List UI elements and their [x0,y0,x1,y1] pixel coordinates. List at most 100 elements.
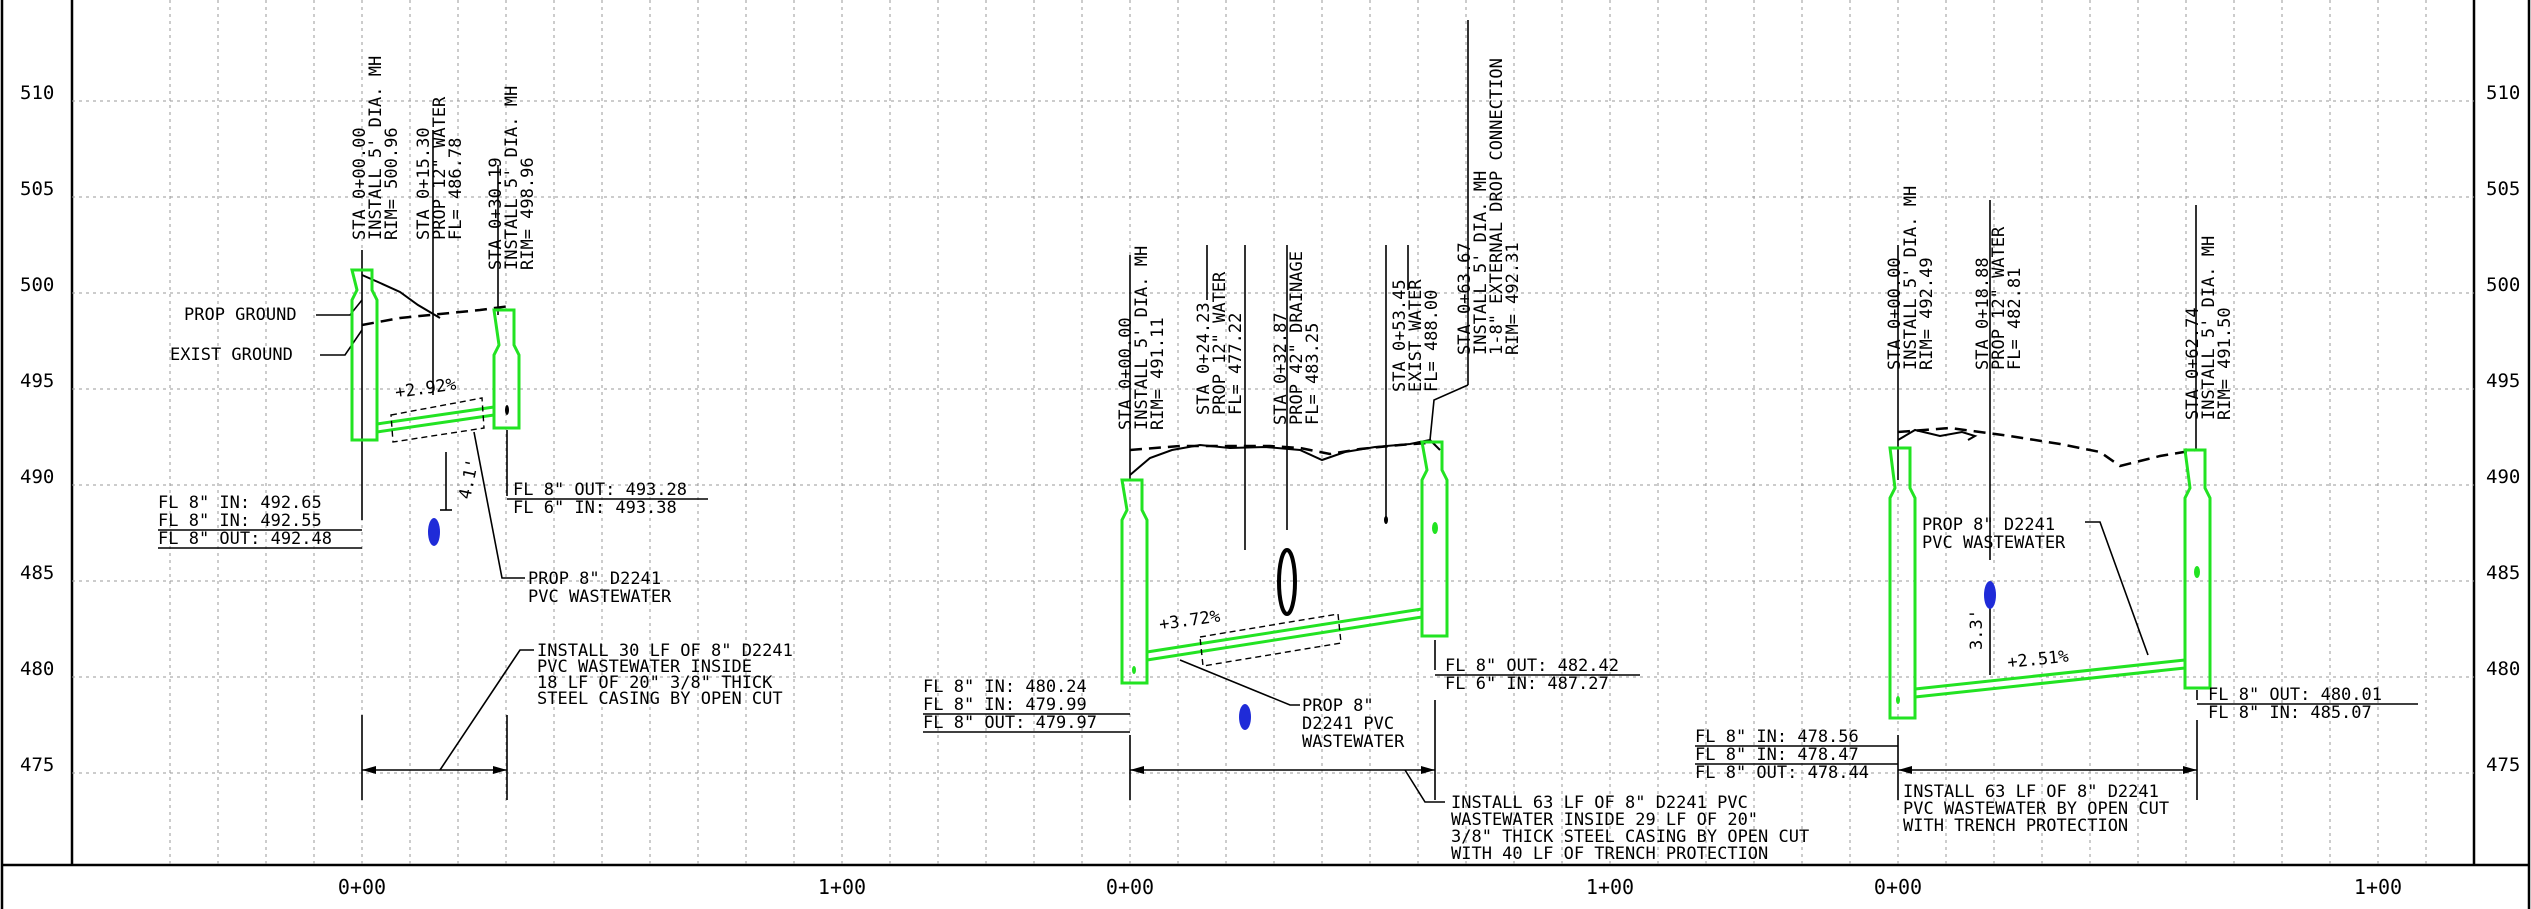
station-callout-line: STA 0+00.00 INSTALL 5' DIA. MH RIM= 491.… [1116,236,1168,430]
elevation-label: 485 [2486,562,2520,584]
install-note-line: 18 LF OF 20" 3/8" THICK [537,673,773,693]
install-note-line: PVC WASTEWATER INSIDE [537,657,752,677]
install-note-line: WASTEWATER INSIDE 29 LF OF 20" [1451,810,1758,830]
flow-line-in-label: FL 8" IN: 480.24 [923,677,1087,697]
elevation-label: 475 [20,754,54,776]
flow-line-out-label: FL 8" OUT: 482.42 [1445,656,1619,676]
station-label: 1+00 [1586,875,1634,899]
station-callout-line: STA 0+18.88 PROP 12" WATER FL= 482.81 [1973,216,2025,370]
wastewater-pipe [1146,615,1423,662]
manhole-structure [1420,440,1449,638]
flow-line-out-label: FL 8" OUT: 479.97 [923,713,1097,733]
elevation-labels-right: 510 505 500 495 490 485 480 475 [2486,82,2520,776]
station-label: 1+00 [818,875,866,899]
profile-1: STA 0+00.00 INSTALL 5' DIA. MH RIM= 500.… [158,46,793,800]
profile-2: STA 0+00.00 INSTALL 5' DIA. MH RIM= 491.… [923,20,1809,864]
wastewater-pipe [376,413,495,434]
elevation-label: 490 [2486,466,2520,488]
install-note-line: WITH 40 LF OF TRENCH PROTECTION [1451,844,1768,864]
station-callout-line: STA 0+32.87 PROP 42" DRAINAGE FL= 483.25 [1271,241,1323,425]
station-callout-line: STA 0+62.74 INSTALL 5' DIA. MH RIM= 491.… [2183,226,2235,420]
elevation-label: 485 [20,562,54,584]
elevation-label: 505 [20,178,54,200]
flow-line-in-label: FL 6" IN: 487.27 [1445,674,1609,694]
flow-line-in-label: FL 8" IN: 478.56 [1695,727,1859,747]
install-note-line: 3/8" THICK STEEL CASING BY OPEN CUT [1451,827,1809,847]
existing-water-line-symbol [1239,704,1251,730]
station-label: 0+00 [1874,875,1922,899]
flow-line-out-label: FL 8" OUT: 492.48 [158,529,332,549]
manhole-structure [350,268,379,442]
install-note-line: WITH TRENCH PROTECTION [1903,816,2128,836]
flow-line-in-label: FL 8" IN: 485.07 [2208,703,2372,723]
flow-line-in-label: FL 8" IN: 492.55 [158,511,322,531]
flow-line-in-label: FL 8" IN: 492.65 [158,493,322,513]
station-label: 0+00 [338,875,386,899]
existing-water-line-symbol [428,518,440,546]
pipe-note-line: PROP 8" [1302,696,1374,716]
prop-ground-label: PROP GROUND [184,305,297,325]
pipe-note-line: D2241 PVC [1302,714,1394,734]
station-callout-line: STA 0+30.19 INSTALL 5' DIA. MH RIM= 498.… [486,76,538,270]
elevation-label: 480 [20,658,54,680]
elevation-label: 500 [20,274,54,296]
pipe-slope-label: +2.92% [394,375,458,403]
manhole-structure [1888,446,1917,720]
elevation-label: 490 [20,466,54,488]
elevation-label: 500 [2486,274,2520,296]
elevation-label: 495 [2486,370,2520,392]
wastewater-pipe [376,405,495,426]
clearance-label: 4.1' [455,457,483,501]
wastewater-pipe [1914,666,2186,699]
pipe-note-line: PVC WASTEWATER [528,587,672,607]
elevation-label: 480 [2486,658,2520,680]
exist-ground-label: EXIST GROUND [170,345,293,365]
drainage-pipe-symbol [1277,548,1297,616]
elevation-label: 510 [20,82,54,104]
flow-line-out-label: FL 8" OUT: 478.44 [1695,763,1869,783]
station-callout-line: STA 0+24.23 PROP 12" WATER FL= 477.22 [1194,261,1246,415]
station-callout-line: STA 0+00.00 INSTALL 5' DIA. MH RIM= 500.… [350,46,402,240]
pipe-slope-label: +2.51% [2006,647,2069,673]
install-note-line: INSTALL 63 LF OF 8" D2241 [1903,782,2159,802]
station-labels: 0+00 1+00 0+00 1+00 0+00 1+00 [338,875,2402,899]
flow-line-in-label: FL 8" IN: 479.99 [923,695,1087,715]
elevation-label: 475 [2486,754,2520,776]
pipe-slope-label: +3.72% [1158,607,1222,635]
pipe-note-line: PROP 8" D2241 [1922,515,2055,535]
pipe-note-line: PVC WASTEWATER [1922,533,2066,553]
flow-line-in-label: FL 8" IN: 478.47 [1695,745,1859,765]
steel-casing [1199,613,1342,667]
station-label: 0+00 [1106,875,1154,899]
flow-line-out-label: FL 8" OUT: 480.01 [2208,685,2382,705]
station-callout-line: STA 0+63.67 INSTALL 5' DIA. MH 1-8" EXTE… [1455,48,1523,355]
pipe-note-line: PROP 8" D2241 [528,569,661,589]
station-callout-line: STA 0+00.00 INSTALL 5' DIA. MH RIM= 492.… [1885,176,1937,370]
station-label: 1+00 [2354,875,2402,899]
install-note-line: STEEL CASING BY OPEN CUT [537,689,783,709]
flow-line-in-label: FL 6" IN: 493.38 [513,498,677,518]
elevation-label: 495 [20,370,54,392]
elevation-label: 510 [2486,82,2520,104]
wastewater-pipe [1914,658,2186,691]
manhole-structure [492,308,521,430]
elevation-label: 505 [2486,178,2520,200]
manhole-structure [1120,478,1149,685]
station-callout-line: STA 0+53.45 EXIST WATER FL= 488.00 [1390,269,1442,392]
pipe-note-line: WASTEWATER [1302,732,1405,752]
install-note-line: INSTALL 63 LF OF 8" D2241 PVC [1451,793,1748,813]
station-callout-line: STA 0+15.30 PROP 12" WATER FL= 486.78 [414,86,466,240]
grid [72,0,2474,865]
install-note-line: PVC WASTEWATER BY OPEN CUT [1903,799,2169,819]
install-note-line: INSTALL 30 LF OF 8" D2241 [537,641,793,661]
steel-casing [390,397,485,443]
elevation-labels-left: 510 505 500 495 490 485 480 475 [20,82,54,776]
manhole-structure [2183,448,2212,690]
existing-water-line-symbol [1984,581,1996,609]
flow-line-out-label: FL 8" OUT: 493.28 [513,480,687,500]
profile-3: STA 0+00.00 INSTALL 5' DIA. MH RIM= 492.… [1695,176,2418,836]
clearance-label: 3.3' [1967,609,1987,650]
wastewater-pipe [1146,607,1423,654]
